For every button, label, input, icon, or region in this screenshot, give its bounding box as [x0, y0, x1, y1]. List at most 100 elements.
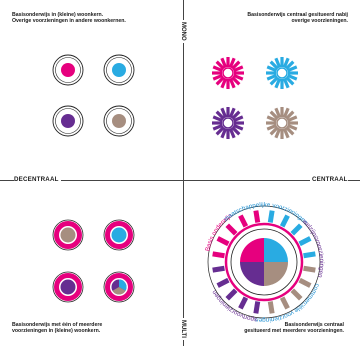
composite-ray [279, 214, 290, 228]
caption-bottom-right: Basisonderwijs centraal gesitueerd met m… [198, 322, 344, 334]
caption-bottom-right-line2: gesitueerd met meerdere voorzieningen. [244, 328, 344, 334]
composite-ray [216, 277, 230, 288]
combined-ring-purple [52, 271, 84, 303]
sunburst-ray [282, 77, 290, 89]
composite-ray [279, 296, 290, 310]
sunburst-ray [274, 57, 282, 69]
sunburst-ray [274, 77, 282, 89]
sunburst-ray [285, 60, 295, 70]
horizontal-axis [0, 180, 360, 181]
caption-top-right-line2: overige voorzieningen. [291, 18, 349, 24]
sunburst-ray [286, 115, 298, 123]
sunburst-ray [228, 127, 236, 139]
sunburst-taupe [266, 107, 298, 139]
caption-top-left-line2: Overige voorzieningen in andere woonkern… [12, 18, 126, 24]
sunburst-pink [212, 57, 244, 89]
caption-top-left-line1: Basisonderwijs in (kleine) woonkern. [12, 12, 104, 18]
sunburst-ray [266, 115, 278, 123]
caption-bottom-right-line1: Basisonderwijs centraal [284, 322, 344, 328]
composite-ray [253, 301, 261, 314]
sunburst-blue [266, 57, 298, 89]
sunburst-ray [220, 77, 228, 89]
sunburst-ray [220, 107, 228, 119]
caption-top-right: Basisonderwijs centraal gesitueerd nabij… [208, 12, 348, 24]
composite-ray [298, 277, 312, 288]
sunburst-ray [282, 107, 290, 119]
sunburst-ray [212, 123, 224, 131]
sunburst-ray [285, 126, 295, 136]
ring-dot-blue [103, 54, 135, 86]
composite-ray [253, 210, 261, 223]
composite-ray [212, 251, 225, 259]
sunburst-core [276, 67, 288, 79]
sunburst-ray [232, 65, 244, 73]
sunburst-ray [220, 127, 228, 139]
sunburst-ray [228, 57, 236, 69]
axis-label-right: CENTRAAL [310, 176, 348, 183]
composite-ray [290, 288, 303, 301]
sunburst-ray [269, 126, 279, 136]
composite-ray [267, 210, 275, 223]
sunburst-ray [215, 76, 225, 86]
axis-label-top: MONO [180, 20, 186, 43]
ring-dot-purple [52, 105, 84, 137]
sunburst-ray [231, 126, 241, 136]
composite-ray [238, 214, 249, 228]
ring-dot-pink [52, 54, 84, 86]
svg-text:maatschappelijke voorzieningen: maatschappelijke voorzieningen [223, 201, 310, 226]
sunburst-ray [228, 107, 236, 119]
axis-label-bottom: MULTI [180, 318, 186, 340]
sunburst-ray [215, 126, 225, 136]
sunburst-ray [269, 76, 279, 86]
caption-top-left: Basisonderwijs in (kleine) woonkern. Ove… [12, 12, 126, 24]
sunburst-ray [282, 57, 290, 69]
combined-ring-taupe [52, 219, 84, 251]
caption-bottom-left-line2: voorzieningen in (kleine) woonkern. [12, 328, 101, 334]
sunburst-ray [232, 123, 244, 131]
sunburst-ray [212, 65, 224, 73]
sunburst-ray [286, 65, 298, 73]
sunburst-ray [266, 65, 278, 73]
sunburst-ray [215, 60, 225, 70]
composite-outer-ring [224, 222, 304, 302]
composite-ray [298, 236, 312, 247]
combined-ring-mixed [103, 271, 135, 303]
axis-label-left: DECENTRAAL [14, 176, 61, 183]
composite-inner-ring [230, 228, 298, 296]
sunburst-ray [266, 73, 278, 81]
sunburst-core [276, 117, 288, 129]
composite-label-circle [207, 205, 321, 319]
vertical-axis [183, 0, 184, 346]
sunburst-ray [231, 76, 241, 86]
sunburst-ray [220, 57, 228, 69]
sunburst-ray [269, 110, 279, 120]
sunburst-core [222, 117, 234, 129]
caption-bottom-left: Basisonderwijs met één of meerdere voorz… [12, 322, 102, 334]
sunburst-ray [286, 123, 298, 131]
sunburst-ray [285, 110, 295, 120]
ring-label-maatschappelijk: maatschappelijke voorzieningen [223, 201, 310, 226]
sunburst-ray [212, 73, 224, 81]
sunburst-ray [286, 73, 298, 81]
sunburst-ray [231, 60, 241, 70]
sunburst-ray [285, 76, 295, 86]
sunburst-ray [232, 115, 244, 123]
caption-bottom-left-line1: Basisonderwijs met één of meerdere [12, 322, 103, 328]
sunburst-ray [266, 123, 278, 131]
sunburst-ray [228, 77, 236, 89]
composite-ray [290, 223, 303, 236]
sunburst-ray [212, 115, 224, 123]
sunburst-ray [282, 127, 290, 139]
combined-ring-blue [103, 219, 135, 251]
sunburst-ray [274, 107, 282, 119]
sunburst-core [222, 67, 234, 79]
composite-ray [212, 265, 225, 273]
ring-dot-taupe [103, 105, 135, 137]
composite-ray [267, 301, 275, 314]
composite-pie [240, 238, 288, 286]
sunburst-ray [274, 127, 282, 139]
composite-ray [225, 288, 238, 301]
sunburst-ray [231, 110, 241, 120]
